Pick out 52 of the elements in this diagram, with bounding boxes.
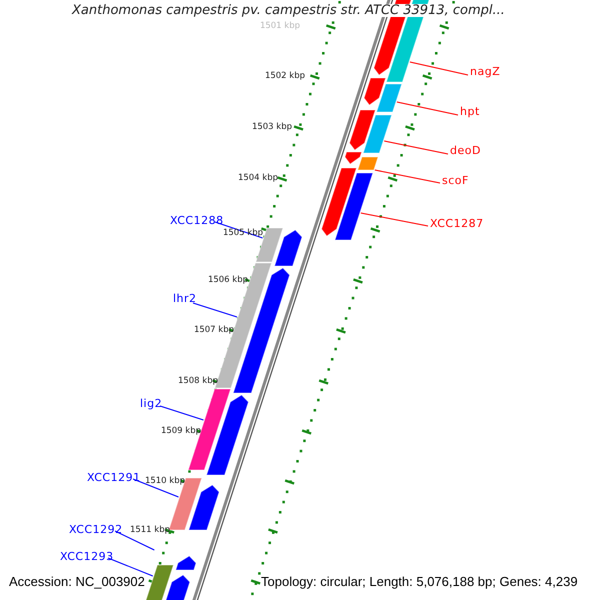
gene-label: XCC1291 (87, 472, 141, 483)
gene-block (357, 156, 379, 170)
gene-block (232, 267, 290, 394)
gene-label: XCC1293 (60, 551, 114, 562)
leader-line (192, 302, 238, 318)
tick-label: 1504 kbp (238, 174, 278, 182)
leader-line (360, 212, 428, 226)
leader-line (409, 62, 468, 76)
gene-label: nagZ (470, 66, 500, 77)
tick-label: 1509 kbp (160, 427, 201, 436)
tick-label: 1503 kbp (252, 123, 292, 132)
leader-line (214, 222, 264, 238)
gene-block (206, 394, 249, 476)
gene-label: scoF (442, 175, 469, 186)
gene-block (164, 574, 190, 600)
gene-block (144, 564, 174, 600)
gene-block (175, 555, 197, 570)
gene-label: lhr2 (173, 293, 197, 304)
topology-text: Topology: circular; Length: 5,076,188 bp; Genes: 4,239 (261, 575, 578, 588)
accession-text: Accession: NC_003902 (9, 575, 145, 588)
tick-label: 1510 kbp (144, 477, 185, 486)
gene-block (362, 114, 392, 154)
gene-label: XCC1292 (69, 524, 123, 535)
leader-line (160, 406, 204, 420)
gene-block (168, 478, 202, 530)
tick-label: 1508 kbp (178, 377, 218, 386)
leader-line (108, 558, 154, 576)
gene-block (344, 152, 362, 165)
gene-block (188, 388, 232, 470)
gene-block (376, 84, 402, 112)
tick-label: 1511 kbp (130, 526, 170, 534)
tick-label: 1507 kbp (194, 326, 234, 334)
tick-label: 1501 kbp (260, 22, 300, 30)
gene-label: XCC1288 (170, 215, 224, 226)
gene-block (321, 168, 358, 237)
leader-line (396, 102, 458, 116)
gene-block (334, 172, 374, 240)
gene-label: hpt (460, 106, 480, 117)
tick-label: 1502 kbp (264, 72, 305, 80)
leader-line (374, 170, 440, 184)
title: Xanthomonas campestris pv. campestris str. ATCC 33913, compl... (72, 4, 505, 17)
leader-line (114, 530, 155, 550)
gene-block (188, 484, 220, 530)
tick-label: 1506 kbp (208, 276, 248, 284)
gene-label: XCC1287 (430, 218, 484, 229)
leader-line (384, 140, 448, 154)
gene-block (364, 78, 386, 106)
leader-line (132, 478, 179, 498)
gene-label: deoD (450, 145, 481, 156)
gene-label: lig2 (140, 398, 162, 409)
gene-block (274, 229, 303, 266)
tick-label: 1505 kbp (222, 229, 263, 238)
